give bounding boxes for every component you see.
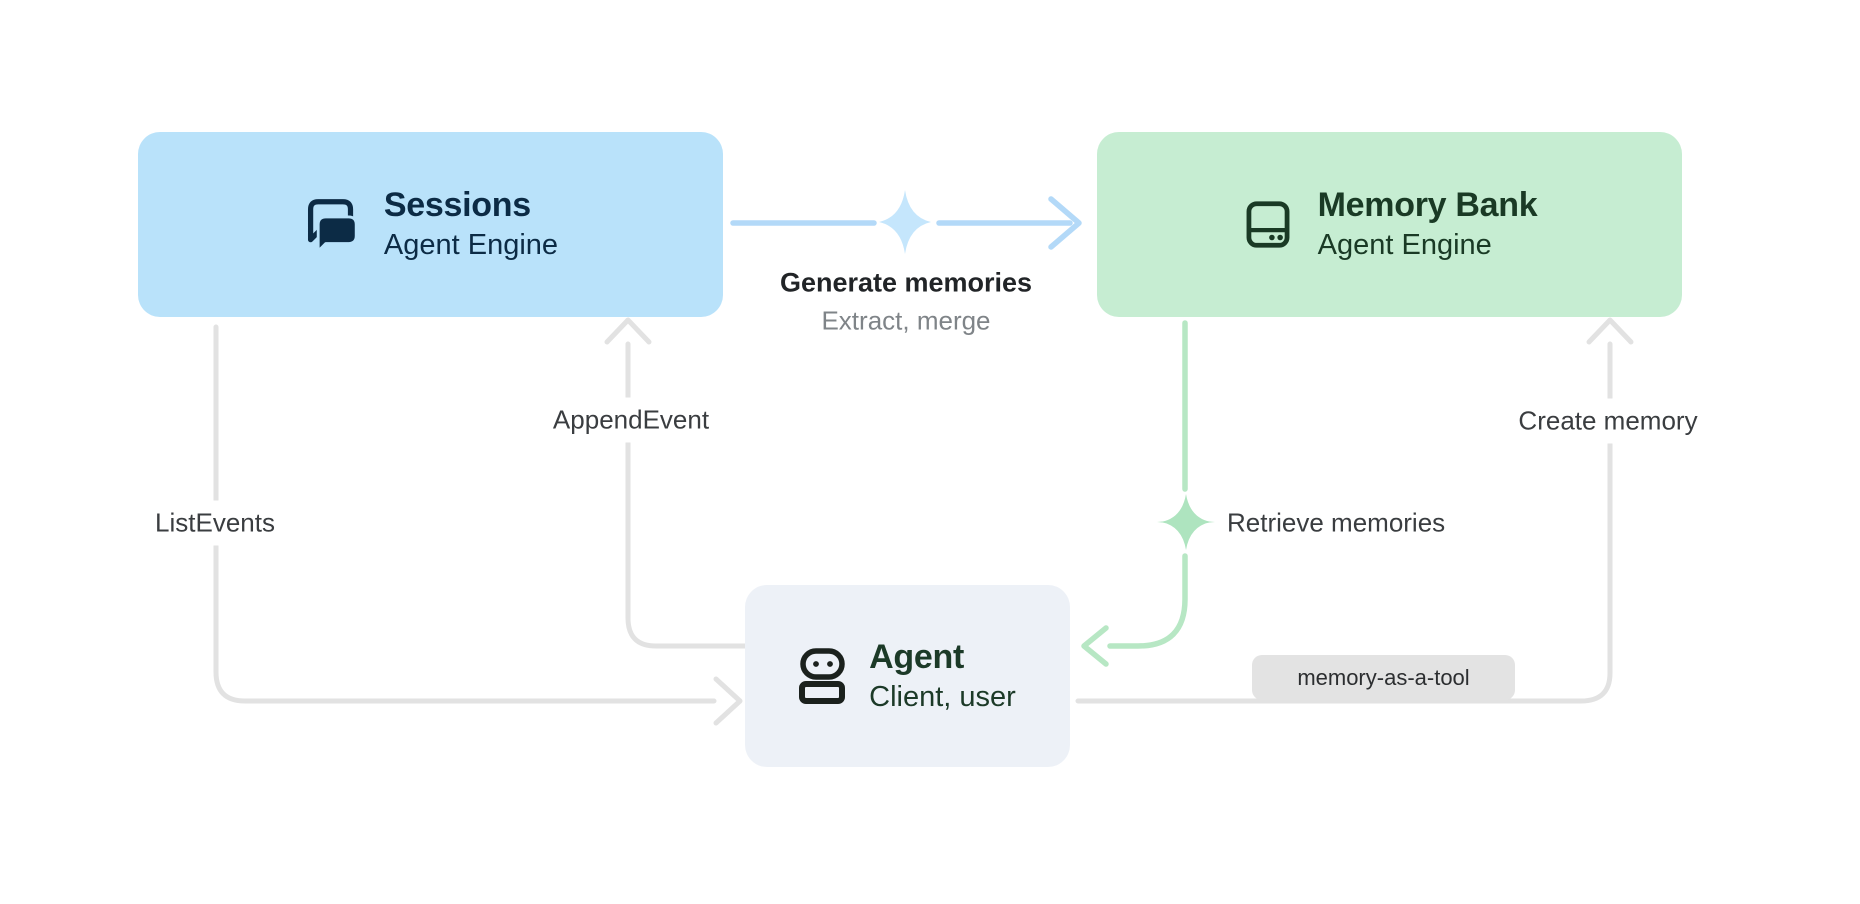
append-event-line bbox=[625, 341, 748, 649]
sessions-title: Sessions bbox=[383, 186, 531, 225]
sparkle-blue-icon bbox=[879, 190, 931, 254]
memory-bank-subtitle: Agent Engine bbox=[1317, 229, 1492, 262]
list-events-line bbox=[213, 324, 717, 704]
robot-icon bbox=[799, 648, 846, 704]
edge-retrieve-memories bbox=[1081, 320, 1215, 667]
arrowhead-right-icon bbox=[713, 676, 743, 726]
agent-title: Agent bbox=[869, 637, 964, 676]
append-event-label: AppendEvent bbox=[540, 397, 722, 443]
agent-text: Agent Client, user bbox=[869, 637, 1016, 715]
sessions-subtitle: Agent Engine bbox=[383, 229, 559, 262]
edge-list-events bbox=[213, 324, 743, 726]
sessions-node: Sessions Agent Engine bbox=[138, 132, 723, 317]
extract-merge-label: Extract, merge bbox=[821, 305, 991, 336]
list-events-label: ListEvents bbox=[143, 500, 287, 546]
agent-node: Agent Client, user bbox=[745, 585, 1070, 767]
memory-bank-title: Memory Bank bbox=[1317, 186, 1538, 225]
retrieve-line-bottom bbox=[1107, 553, 1188, 649]
memory-bank-text: Memory Bank Agent Engine bbox=[1318, 185, 1538, 263]
arrowhead-left-icon bbox=[1081, 625, 1109, 667]
sessions-text: Sessions Agent Engine bbox=[384, 185, 558, 263]
edge-generate-memories bbox=[730, 190, 1082, 254]
create-memory-label: Create memory bbox=[1506, 398, 1710, 444]
edge-create-memory bbox=[1075, 317, 1634, 704]
memory-as-a-tool-badge: memory-as-a-tool bbox=[1252, 655, 1515, 700]
storage-icon bbox=[1246, 201, 1290, 248]
retrieve-memories-label: Retrieve memories bbox=[1227, 507, 1446, 538]
agent-subtitle: Client, user bbox=[869, 680, 1016, 713]
arrowhead-up-icon bbox=[604, 317, 652, 345]
chat-icon bbox=[307, 199, 358, 253]
sparkle-green-icon bbox=[1161, 494, 1211, 550]
create-memory-line bbox=[1075, 341, 1613, 704]
arrowhead-up-icon bbox=[1586, 317, 1634, 345]
generate-memories-label: Generate memories bbox=[779, 267, 1033, 298]
memory-bank-node: Memory Bank Agent Engine bbox=[1097, 132, 1682, 317]
edge-append-event bbox=[604, 317, 748, 649]
arrowhead-right-icon bbox=[1048, 196, 1082, 250]
